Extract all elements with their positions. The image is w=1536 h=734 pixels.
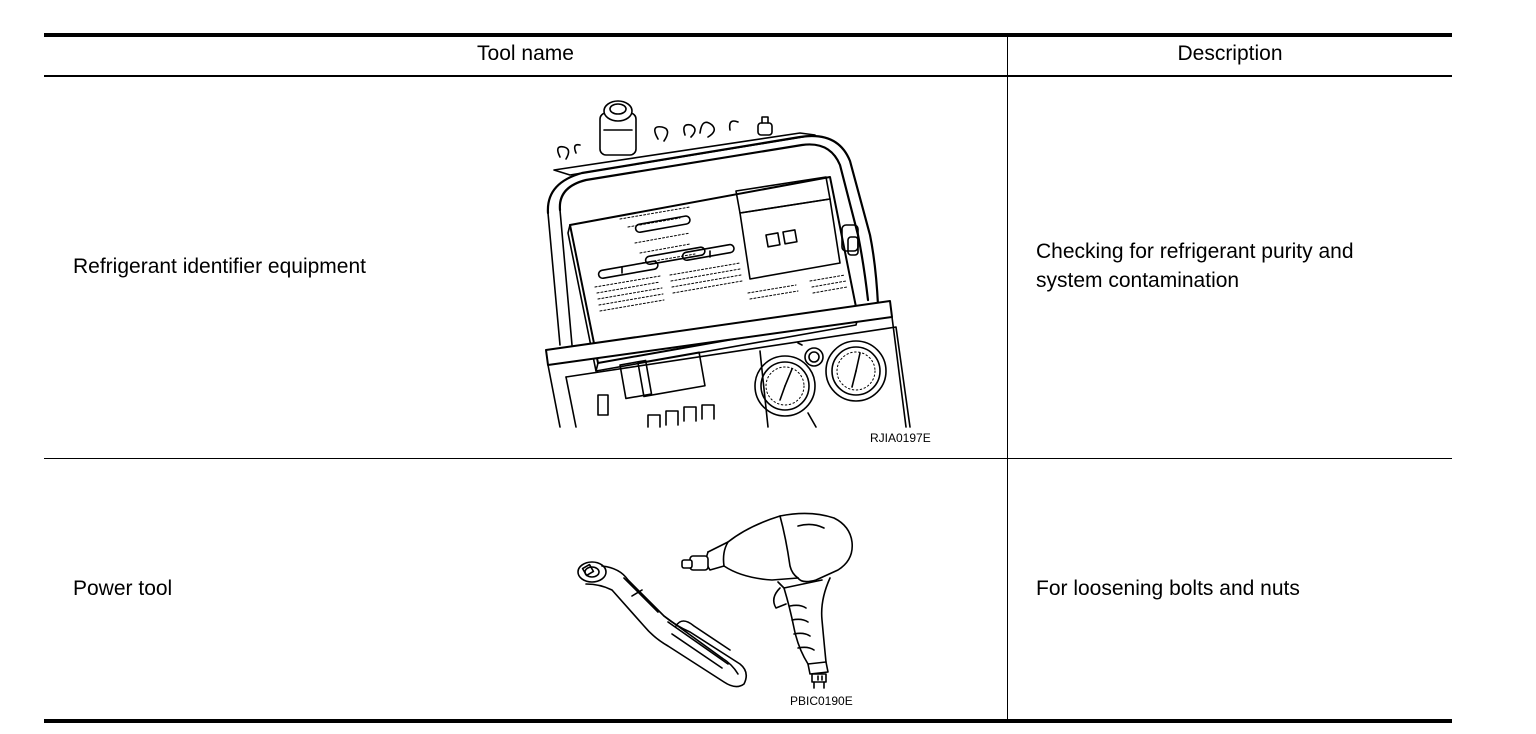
row-1-figure-code: RJIA0197E [870, 431, 931, 445]
row-1-description-line-2: system contamination [1036, 269, 1240, 292]
row-2-figure-code: PBIC0190E [790, 694, 853, 708]
header-description: Description [1177, 42, 1283, 65]
power-tool-illustration-icon [577, 512, 854, 689]
header-bottom-rule [44, 75, 1452, 77]
table-top-rule [44, 33, 1452, 37]
row-divider-rule [44, 458, 1452, 459]
table-bottom-rule [44, 719, 1452, 723]
row-1-tool-name: Refrigerant identifier equipment [73, 255, 366, 278]
header-tool-name: Tool name [477, 42, 574, 65]
row-2-description-line-1: For loosening bolts and nuts [1036, 577, 1300, 600]
refrigerant-identifier-illustration-icon [545, 100, 911, 428]
column-divider [1007, 35, 1008, 721]
row-2-tool-name: Power tool [73, 577, 173, 600]
row-1-description-line-1: Checking for refrigerant purity and [1036, 240, 1354, 263]
